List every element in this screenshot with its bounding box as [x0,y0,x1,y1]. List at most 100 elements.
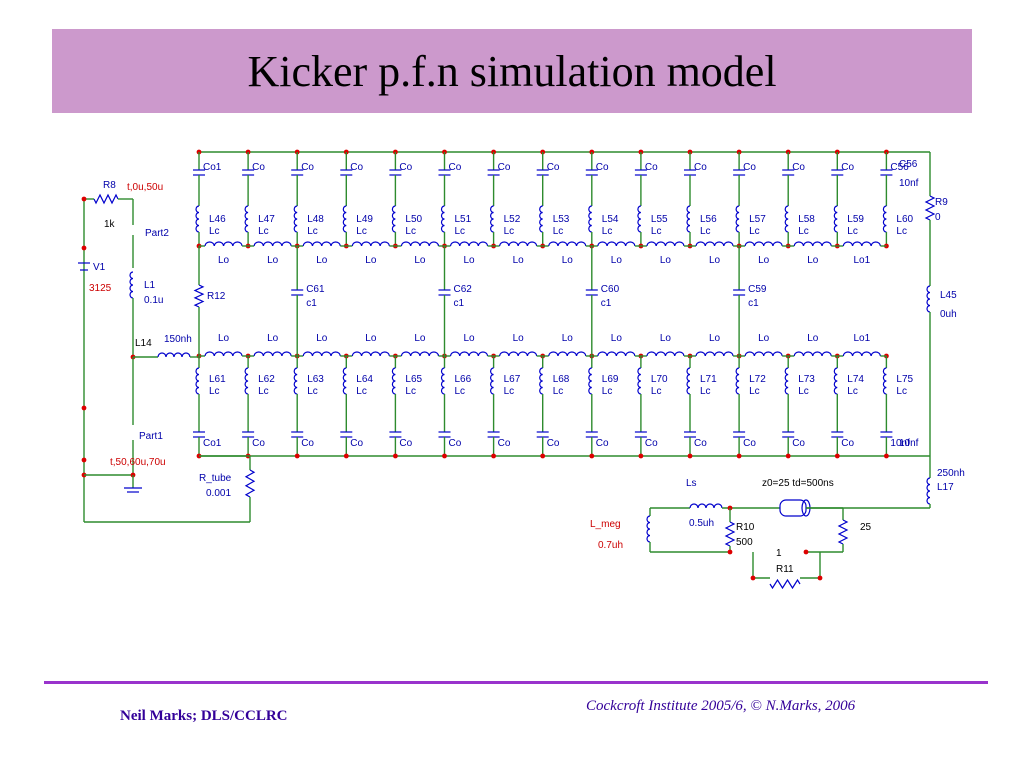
series-inductor-value: Lo [463,255,475,266]
series-inductor-value: Lo [709,255,721,266]
inductor-label: L74 [847,374,864,385]
resistor-label: R12 [207,291,226,302]
inductor-symbol [449,351,489,357]
inductor-value: 0.5uh [689,518,714,529]
inductor-value: 0.1u [144,295,163,306]
resistor-label: R10 [736,522,755,533]
inductor-value: Lc [356,226,367,237]
capacitor-label: Co [350,162,363,173]
inductor-symbol [351,351,390,357]
inductor-symbol [695,241,734,247]
inductor-value: Lc [651,386,662,397]
inductor-value: Lc [307,226,318,237]
resistor-value: 1 [776,548,782,559]
inductor-value: Lc [356,386,367,397]
inductor-symbol [539,367,543,395]
capacitor-label: Co [645,438,658,449]
junction-dot [736,453,742,459]
inductor-symbol [400,351,440,357]
inductor-symbol [744,241,783,247]
inductor-label: L67 [504,374,521,385]
capacitor-label: Co [841,162,854,173]
inductor-value: 0.7uh [598,540,623,551]
inductor-symbol [539,205,543,233]
inductor-label: L62 [258,374,275,385]
inductor-value: 0uh [940,309,957,320]
inductor-label: L64 [356,374,373,385]
junction-dot [343,453,349,459]
inductor-value: Lc [651,226,662,237]
resistor-symbol [924,195,936,221]
capacitor-label: Co [301,162,314,173]
inductor-label: L55 [651,214,668,225]
series-inductor-value: Lo [709,333,721,344]
junction-dot [442,453,447,459]
resistor-label: R_tube [199,473,232,484]
inductor-label: L59 [847,214,864,225]
inductor-value: Lc [405,226,416,237]
capacitor-label: Co [252,162,265,173]
inductor-value: Lc [749,386,760,397]
inductor-symbol [302,351,341,357]
series-inductor-value: Lo [316,333,328,344]
inductor-label: L53 [553,214,570,225]
capacitor-label: Co [792,162,805,173]
inductor-label: L48 [307,214,324,225]
transmission-line-label: z0=25 td=500ns [762,478,834,489]
series-inductor-value: Lo [807,333,819,344]
inductor-symbol [293,367,298,395]
source-label: V1 [93,262,106,273]
series-inductor-value: Lo [365,255,377,266]
inductor-symbol [548,351,587,357]
coupling-cap-value: c1 [601,298,612,309]
inductor-label: L52 [504,214,521,225]
inductor-value: Lc [700,226,711,237]
series-inductor-value: Lo [513,333,525,344]
series-inductor-value: Lo [365,333,377,344]
inductor-symbol [646,351,685,357]
footer-copyright: Cockcroft Institute 2005/6, © N.Marks, 2… [586,698,856,714]
inductor-symbol [637,367,642,395]
inductor-symbol [244,367,249,395]
resistor-label: R11 [776,564,794,575]
capacitor-label: Co [498,162,511,173]
inductor-value: Lc [258,226,269,237]
capacitor-label: Co [694,438,707,449]
inductor-label: L56 [700,214,717,225]
inductor-value: Lc [847,226,858,237]
inductor-value: Lc [504,226,515,237]
junction-dot [817,575,823,581]
resistor-label: R9 [935,197,948,208]
inductor-symbol [588,367,592,395]
series-inductor-value: Lo [414,333,426,344]
inductor-symbol [204,241,243,247]
inductor-value: Lc [602,386,613,397]
inductor-symbol [637,205,642,233]
inductor-symbol [449,241,489,247]
coupling-cap-label: C62 [454,284,473,295]
junction-dot [803,549,809,555]
inductor-label: L51 [455,214,472,225]
inductor-symbol [548,241,587,247]
coupling-cap-value: c1 [306,298,317,309]
coupling-cap-label: C60 [601,284,620,295]
inductor-value: Lc [504,386,515,397]
capacitor-label: C56 [890,162,909,173]
inductor-symbol [926,477,931,505]
inductor-symbol [302,241,341,247]
capacitor-label: Co [645,162,658,173]
capacitor-value: 10nf [899,438,919,449]
inductor-label: L66 [455,374,472,385]
coupling-cap-label: C59 [748,284,767,295]
inductor-label: L75 [896,374,913,385]
capacitor-label: Co [547,162,560,173]
series-inductor-value: Lo [807,255,819,266]
inductor-value: Lc [455,386,466,397]
inductor-label: L46 [209,214,226,225]
inductor-symbol [842,241,881,247]
inductor-label: L72 [749,374,766,385]
inductor-symbol [597,241,636,247]
series-inductor-value: Lo [611,333,623,344]
capacitor-label: Co [792,438,805,449]
inductor-label: L_meg [590,519,621,530]
